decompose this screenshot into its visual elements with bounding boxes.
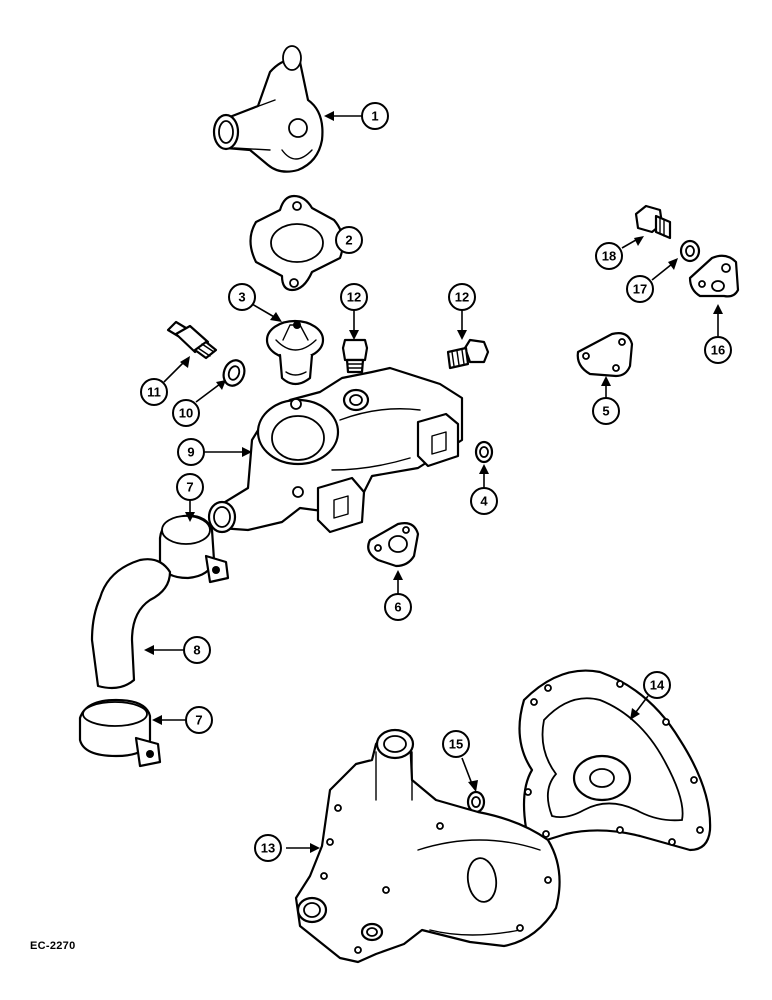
svg-text:7: 7 — [195, 713, 202, 728]
svg-text:2: 2 — [345, 233, 352, 248]
callout-16: 16 — [704, 336, 732, 364]
part-4-washer — [474, 440, 494, 464]
svg-text:9: 9 — [187, 445, 194, 460]
svg-text:15: 15 — [449, 737, 463, 752]
leader-lines — [144, 111, 723, 853]
svg-text:12: 12 — [455, 290, 469, 305]
part-16-flange-block — [688, 254, 740, 298]
svg-text:4: 4 — [480, 494, 488, 509]
callout-2: 2 — [335, 226, 363, 254]
svg-text:5: 5 — [602, 404, 609, 419]
svg-text:8: 8 — [193, 643, 200, 658]
svg-text:17: 17 — [633, 282, 647, 297]
svg-text:3: 3 — [238, 290, 245, 305]
callout-10: 10 — [172, 399, 200, 427]
svg-text:18: 18 — [602, 249, 616, 264]
callout-3: 3 — [228, 283, 256, 311]
part-3-thermostat — [265, 319, 325, 386]
callout-4: 4 — [470, 487, 498, 515]
part-2-gasket — [249, 194, 345, 292]
callout-13: 13 — [254, 834, 282, 862]
callout-5: 5 — [592, 397, 620, 425]
part-1-water-outlet-elbow — [212, 45, 324, 173]
callout-6: 6 — [384, 593, 412, 621]
part-18-bolt — [634, 204, 672, 240]
part-7-hose-clamp-lower — [78, 698, 162, 768]
callout-11: 11 — [140, 378, 168, 406]
part-11-temperature-sender — [166, 320, 218, 360]
part-7-hose-clamp-upper — [158, 514, 230, 584]
svg-text:16: 16 — [711, 343, 725, 358]
callout-18: 18 — [595, 242, 623, 270]
part-12-plug-upper — [341, 338, 369, 374]
part-9-thermostat-housing — [207, 366, 464, 534]
callout-7-lower: 7 — [185, 706, 213, 734]
callout-12-upper: 12 — [340, 283, 368, 311]
callout-1: 1 — [361, 102, 389, 130]
part-6-gasket — [367, 522, 420, 568]
figure-code: EC-2270 — [30, 940, 76, 952]
svg-text:6: 6 — [394, 600, 401, 615]
part-10-washer — [222, 359, 246, 387]
part-17-washer — [679, 239, 701, 263]
callout-8: 8 — [183, 636, 211, 664]
part-8-hose — [90, 558, 172, 690]
callout-12-side: 12 — [448, 283, 476, 311]
svg-text:12: 12 — [347, 290, 361, 305]
callout-7-upper: 7 — [176, 473, 204, 501]
svg-text:14: 14 — [650, 678, 665, 693]
callout-15: 15 — [442, 730, 470, 758]
svg-text:7: 7 — [186, 480, 193, 495]
svg-text:1: 1 — [371, 109, 378, 124]
svg-text:10: 10 — [179, 406, 193, 421]
callout-9: 9 — [177, 438, 205, 466]
part-12-plug-side — [446, 338, 490, 370]
svg-text:11: 11 — [147, 385, 161, 400]
callout-17: 17 — [626, 275, 654, 303]
callout-14: 14 — [643, 671, 671, 699]
svg-text:13: 13 — [261, 841, 275, 856]
part-5-cover-plate — [576, 332, 634, 378]
part-14-pump-gasket — [518, 669, 712, 852]
part-13-water-pump — [294, 728, 561, 964]
